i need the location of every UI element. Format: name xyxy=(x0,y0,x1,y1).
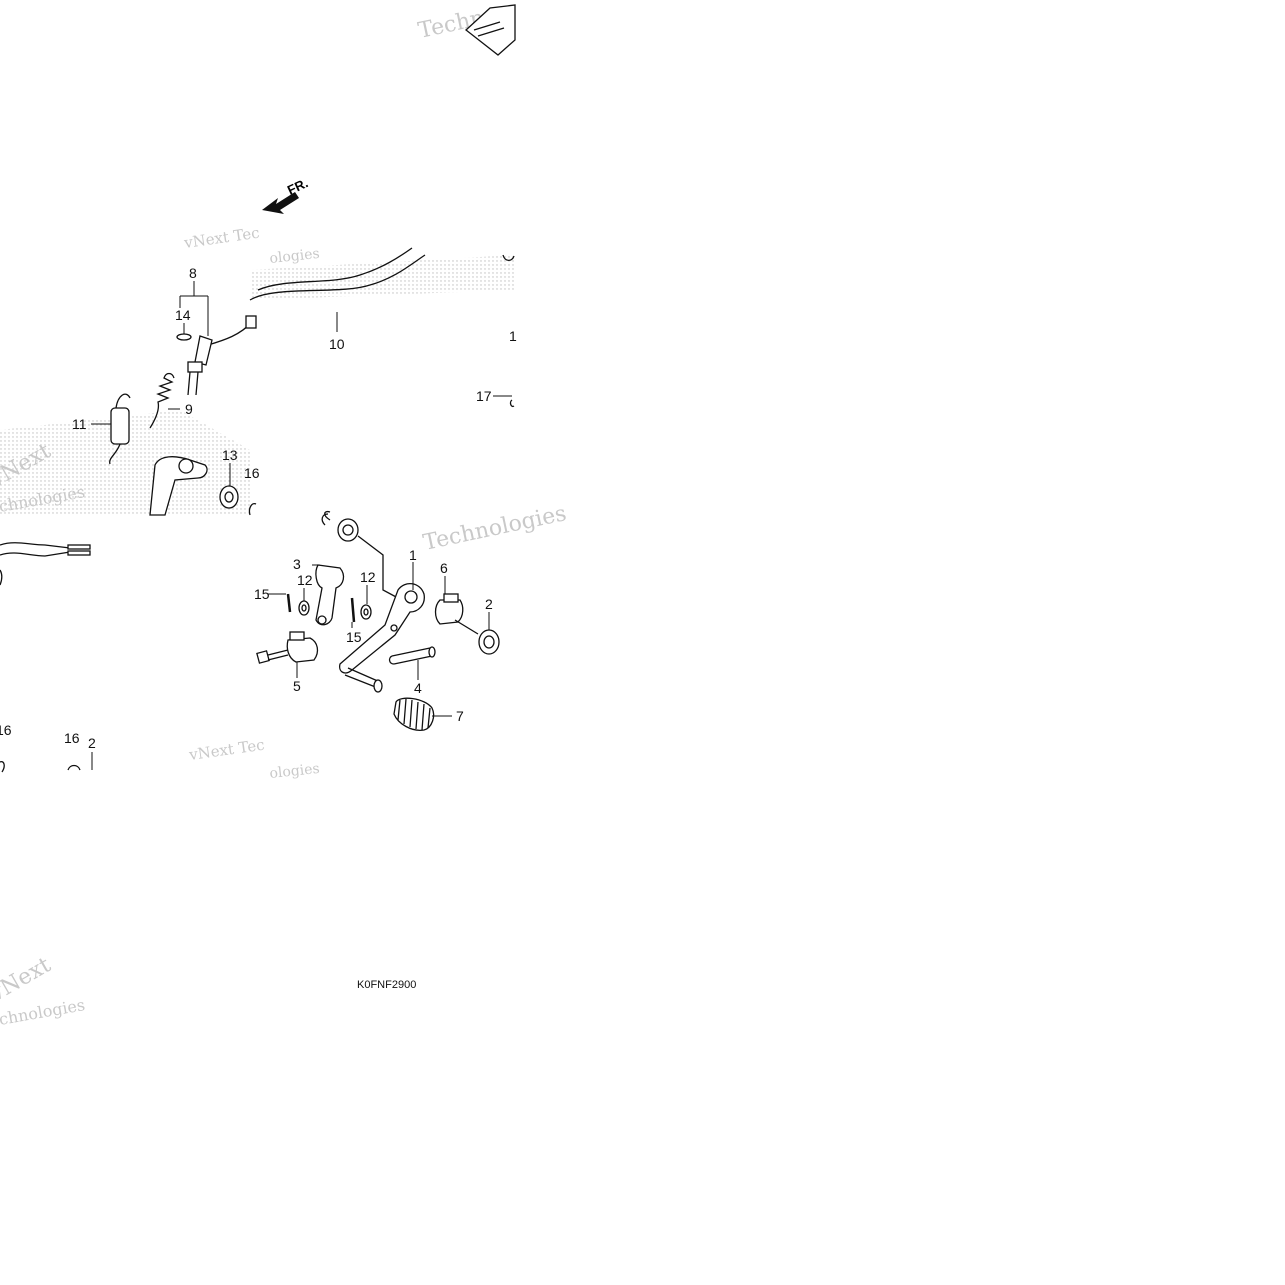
dotted-background xyxy=(0,255,515,515)
watermark-text: Technologies xyxy=(421,501,569,556)
callout-12-right: 12 xyxy=(360,569,376,585)
clip-16-partial xyxy=(248,502,257,516)
pin-15-left xyxy=(286,593,292,613)
watermark-text: chnologies xyxy=(0,995,86,1029)
callout-1-partial: 1 xyxy=(509,328,517,344)
callout-8: 8 xyxy=(189,265,197,281)
shift-rod-4 xyxy=(388,646,436,665)
washer-13 xyxy=(219,485,239,509)
front-direction-arrow: FR. xyxy=(262,175,310,214)
partial-part xyxy=(502,254,515,262)
pin-15-right xyxy=(350,597,356,623)
washer-12-left xyxy=(298,600,310,616)
joint-5 xyxy=(286,631,319,663)
watermark-text: ologies xyxy=(269,761,321,782)
callout-3: 3 xyxy=(293,556,301,572)
leader-lines xyxy=(91,281,512,770)
callout-5: 5 xyxy=(293,678,301,694)
shift-pedal-arm-1 xyxy=(339,583,425,693)
callout-12-left: 12 xyxy=(297,572,313,588)
spring-9 xyxy=(149,372,175,429)
clip-16-bottom xyxy=(67,764,81,771)
partial-part xyxy=(509,399,515,408)
partial-part xyxy=(0,760,5,773)
drawing-code: K0FNF2900 xyxy=(357,979,416,991)
watermark-text: vNext Tec xyxy=(187,736,266,765)
callout-16-partial: 16 xyxy=(0,722,12,738)
callout-1: 1 xyxy=(409,547,417,563)
shift-arm-3 xyxy=(315,564,345,626)
brake-arm-piece xyxy=(149,456,208,516)
switch-cable xyxy=(0,542,91,586)
joint-6 xyxy=(434,593,479,635)
callout-15-left: 15 xyxy=(254,586,270,602)
callout-2: 2 xyxy=(485,596,493,612)
washer-2 xyxy=(478,629,500,655)
brake-pedal-tube xyxy=(207,247,426,346)
washer-12-right xyxy=(360,604,372,620)
watermark-text: ologies xyxy=(269,246,321,267)
foot-peg-part xyxy=(464,4,516,56)
callout-15-right: 15 xyxy=(346,629,362,645)
watermark-text: vNext Tec xyxy=(182,224,261,253)
callout-7: 7 xyxy=(456,708,464,724)
callout-2-bottom: 2 xyxy=(88,735,96,751)
pedal-rubber-7 xyxy=(393,697,435,731)
direction-label: FR. xyxy=(285,175,310,197)
callout-4: 4 xyxy=(414,680,422,696)
spring-11 xyxy=(109,393,131,465)
callout-17: 17 xyxy=(476,388,492,404)
callout-labels: 8 14 10 9 11 13 16 17 1 3 12 15 12 15 1 … xyxy=(0,265,517,751)
callout-11: 11 xyxy=(72,416,87,432)
callout-10: 10 xyxy=(329,336,345,352)
bolt xyxy=(256,649,289,664)
brake-rod-joint xyxy=(176,333,213,396)
watermark-group: Techno vNext Tec ologies vNext chnologie… xyxy=(0,3,569,1029)
callout-9: 9 xyxy=(185,401,193,417)
callout-14: 14 xyxy=(175,307,191,323)
oil-seal xyxy=(321,510,399,599)
callout-6: 6 xyxy=(440,560,448,576)
watermark-text: vNext xyxy=(0,952,55,1007)
callout-13: 13 xyxy=(222,447,238,463)
callout-16-bottom: 16 xyxy=(64,730,80,746)
callout-16-top: 16 xyxy=(244,465,260,481)
